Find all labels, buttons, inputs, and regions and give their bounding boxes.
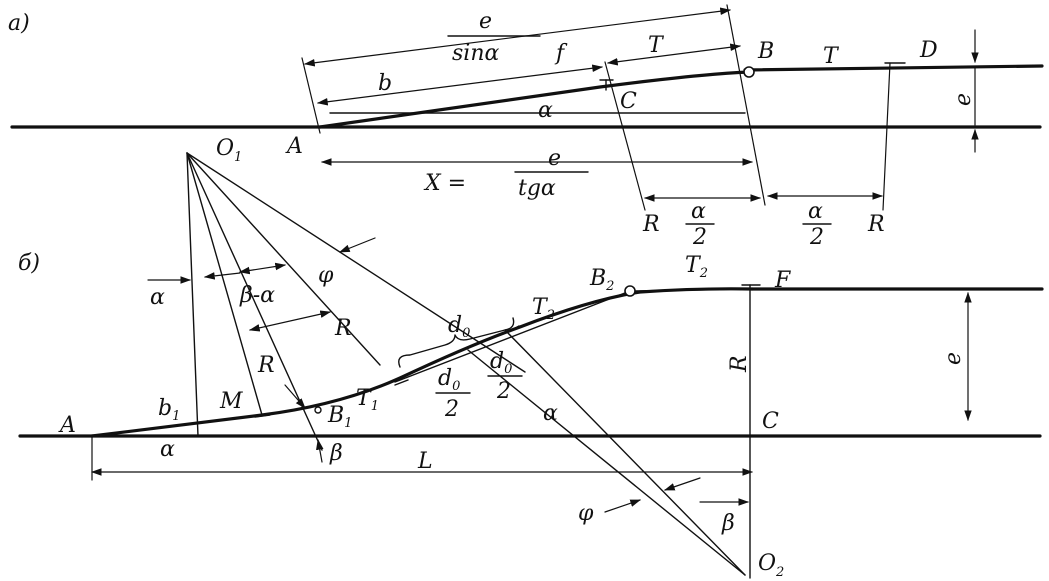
label-a-b: A (58, 413, 76, 438)
label-m: M (219, 389, 243, 414)
label-point-c: C (620, 89, 637, 114)
label-r-upper: R (334, 316, 352, 341)
arrow-phi-bottom-b (663, 477, 701, 491)
label-r-a2: R (867, 212, 885, 237)
dim-e-over-sin (303, 7, 732, 67)
label-b: b (378, 71, 392, 96)
label-d0-half-1-den: 2 (444, 397, 459, 422)
label-alpha-bottom: α (160, 437, 175, 462)
label-x-num: e (548, 146, 561, 171)
label-point-a: A (285, 134, 303, 159)
arrow-beta-minus-alpha (238, 262, 287, 275)
brace-d0 (398, 317, 515, 368)
label-beta-right: β (721, 511, 735, 536)
crossover-track (318, 70, 751, 129)
ext-line-c (604, 61, 646, 211)
label-alpha: α (538, 98, 553, 123)
arrow-phi-bottom-a (604, 499, 642, 513)
label-t1: T (648, 33, 665, 58)
label-alpha-diag: α (543, 401, 558, 426)
radius-o1-mid (186, 152, 381, 366)
panel-label-b: б) (18, 251, 40, 276)
radius-o1-long (186, 152, 526, 373)
arrow-beta-alpha-lower (248, 310, 332, 332)
label-f: f (554, 41, 568, 66)
label-half-alpha-den-1: 2 (692, 225, 707, 250)
label-l: L (417, 449, 433, 474)
label-alpha-top: α (150, 285, 165, 310)
upper-track-line (743, 64, 1044, 72)
arrow-beta-bottom (316, 438, 324, 463)
tick-m (254, 414, 271, 418)
label-c: C (762, 409, 779, 434)
tangent-t2-upper (629, 288, 753, 292)
label-beta-bottom: β (329, 441, 343, 466)
label-o2: O2 (758, 551, 784, 580)
dim-t-a (606, 43, 742, 66)
point-b1-marker (314, 406, 322, 414)
part-b: б) (18, 152, 1044, 580)
label-f: F (774, 268, 791, 293)
label-point-d: D (919, 38, 938, 63)
label-r-lower: R (257, 353, 275, 378)
point-b2-marker (624, 285, 636, 297)
label-t2a: T2 (532, 295, 555, 323)
label-e-num: e (479, 9, 492, 34)
label-r-a1: R (642, 212, 660, 237)
label-beta-minus-alpha: β-α (239, 283, 275, 308)
label-b1-point: B1 (327, 403, 352, 431)
ext-line-d (882, 62, 891, 211)
label-sin-den: sinα (452, 41, 499, 66)
label-phi-top: φ (318, 263, 334, 288)
part-a: a) e si (8, 4, 1044, 250)
label-half-alpha-num-1: α (691, 199, 706, 224)
radius-o2-d0 (467, 349, 746, 576)
label-e-side-a: e (951, 93, 976, 106)
label-b1: b1 (158, 396, 180, 424)
reverse-curve-track (90, 287, 754, 438)
label-b2: B2 (589, 266, 614, 294)
label-d0-half-2-num: d0 (490, 349, 512, 377)
label-d0-half-2-den: 2 (496, 379, 511, 404)
radius-o1-vertical (186, 152, 199, 437)
label-d0: d0 (448, 313, 470, 341)
dim-b (316, 64, 604, 106)
label-point-o1: O1 (216, 136, 242, 165)
label-e-side-b: e (941, 352, 966, 365)
label-x-den: tgα (518, 176, 556, 201)
arrow-phi-top (338, 237, 376, 253)
radius-o1-m (186, 152, 263, 416)
ext-line-left (301, 57, 321, 134)
label-t2b: T2 (685, 253, 708, 281)
tick-t2-point (507, 325, 520, 333)
label-t2: T (823, 44, 840, 69)
tangent-t2-line (394, 290, 631, 383)
label-half-alpha-den-2: 2 (809, 225, 824, 250)
arrow-b1-top (284, 384, 306, 409)
label-x-lhs: X = (423, 171, 466, 196)
ext-line-b (726, 4, 766, 206)
radius-o2-t2 (504, 329, 746, 576)
point-b-marker (743, 66, 755, 78)
label-r-vertical: R (727, 355, 752, 373)
arrow-alpha-top-b (203, 272, 241, 280)
label-half-alpha-num-2: α (808, 199, 823, 224)
label-t1: T1 (356, 386, 379, 414)
label-point-b: B (757, 39, 774, 64)
label-d0-half-1-num: d0 (438, 366, 460, 394)
panel-label-a: a) (8, 11, 30, 36)
tick-curve-junction (394, 379, 409, 386)
label-phi-bottom: φ (578, 501, 594, 526)
